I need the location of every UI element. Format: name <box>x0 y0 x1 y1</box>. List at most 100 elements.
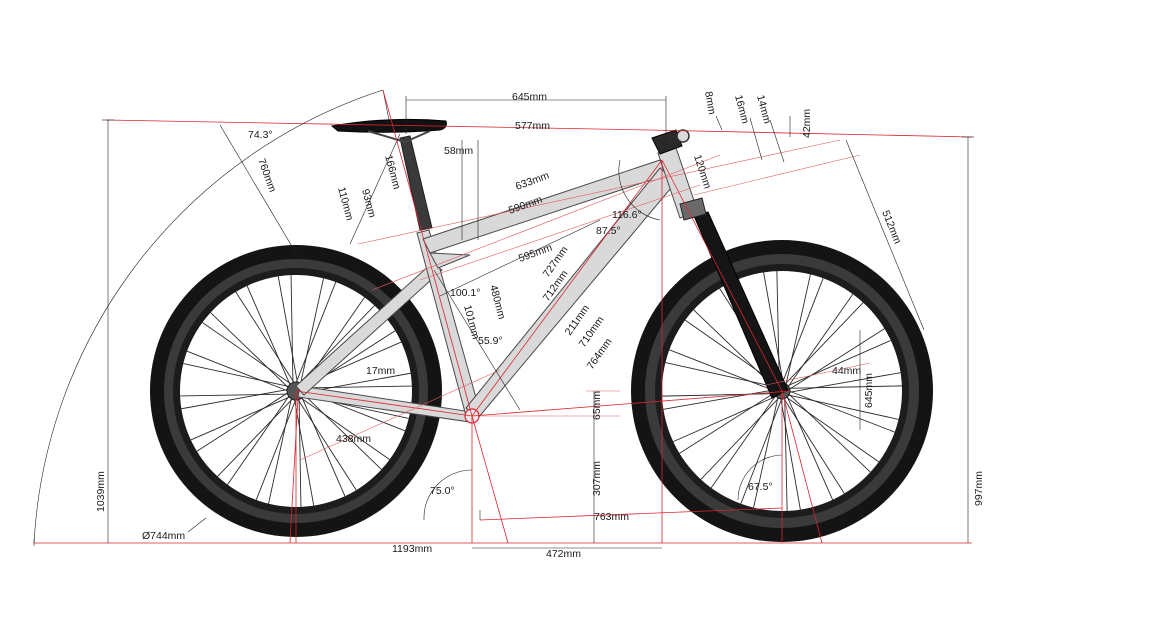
label-93mm: 93mm <box>359 188 378 220</box>
spoke <box>784 302 864 385</box>
label-577: 577mm <box>515 120 550 132</box>
label-997mm: 997mm <box>973 471 985 506</box>
spoke <box>786 339 891 387</box>
spoke <box>662 393 776 397</box>
spoke <box>665 362 777 388</box>
label-1193mm: 1193mm <box>392 543 432 555</box>
spoke <box>787 394 899 420</box>
saddle-rail <box>367 130 431 144</box>
spoke <box>295 281 337 384</box>
label-307mm: 307mm <box>591 461 603 496</box>
label-44mm: 44mm <box>832 365 861 377</box>
spoke <box>210 312 289 389</box>
spoke <box>788 385 902 389</box>
spoke <box>753 396 779 508</box>
spoke <box>255 398 297 501</box>
label-65mm: 65mm <box>591 391 603 420</box>
label-17mm: 17mm <box>366 365 395 377</box>
spoke <box>181 388 289 410</box>
spoke <box>186 350 289 392</box>
stem <box>651 129 683 155</box>
spoke <box>246 285 291 386</box>
spoke <box>293 398 315 506</box>
spoke <box>781 278 824 385</box>
spoke <box>710 394 777 489</box>
spoke <box>297 398 357 491</box>
spoke <box>227 395 290 485</box>
label-100-1-deg: 100.1° <box>450 287 480 299</box>
spoke <box>663 389 776 410</box>
spoke <box>785 396 880 463</box>
label-472mm: 472mm <box>546 548 581 560</box>
spoke <box>183 363 290 387</box>
spoke <box>303 385 412 389</box>
dimension-lines <box>33 96 974 549</box>
spoke <box>786 395 834 500</box>
label-480mm: 480mm <box>487 284 508 321</box>
gusset <box>429 252 471 269</box>
label-1039mm: 1039mm <box>95 471 107 512</box>
spoke <box>785 274 811 386</box>
label-763mm: 763mm <box>594 511 629 523</box>
saddle <box>330 118 447 133</box>
spoke <box>679 391 776 454</box>
spoke <box>776 271 780 385</box>
label-645mm-axle: 645mm <box>863 373 875 408</box>
spoke <box>784 397 788 511</box>
frame <box>295 147 699 423</box>
label-75-deg: 75.0° <box>430 485 455 497</box>
spoke <box>788 328 885 391</box>
spoke <box>787 293 854 388</box>
label-67-5-deg: 67.5° <box>748 481 773 493</box>
seatpost <box>399 135 433 231</box>
spoke <box>298 305 375 384</box>
front-spokes <box>662 271 902 511</box>
label-760mm: 760mm <box>255 157 278 194</box>
fork-crown <box>679 197 707 221</box>
spoke <box>740 397 783 504</box>
spoke <box>277 276 299 384</box>
spoke <box>180 393 289 397</box>
label-512mm: 512mm <box>879 209 903 246</box>
label-55-9-deg: 55.9° <box>478 335 503 347</box>
spoke <box>782 397 845 494</box>
spoke <box>217 398 294 477</box>
spoke <box>196 392 289 452</box>
label-14mm: 14mm <box>754 94 773 126</box>
spoke <box>669 349 776 392</box>
spoke <box>190 396 291 441</box>
spoke <box>788 372 901 393</box>
spoke <box>700 397 780 480</box>
handlebar <box>676 129 690 143</box>
reach-arc <box>33 89 384 544</box>
spoke <box>202 322 292 385</box>
label-87-5-deg: 87.5° <box>596 225 621 237</box>
label-58mm: 58mm <box>444 145 473 157</box>
spoke <box>788 393 871 473</box>
label-645-horizontal: 645mm <box>512 91 547 103</box>
label-633mm: 633mm <box>514 169 551 192</box>
label-16mm: 16mm <box>732 94 751 126</box>
front-wheel <box>631 240 933 542</box>
spoke <box>673 395 778 443</box>
spoke <box>303 393 382 470</box>
spoke <box>763 272 784 385</box>
spoke <box>780 397 801 510</box>
label-wheel-diameter: Ø744mm <box>142 530 185 542</box>
label-116-6-deg: 116.6° <box>612 209 642 221</box>
label-8mm: 8mm <box>702 90 718 115</box>
label-166mm: 166mm <box>382 154 403 191</box>
spoke <box>268 397 292 504</box>
spoke <box>300 397 390 460</box>
spoke <box>300 278 324 385</box>
spoke <box>298 398 302 507</box>
spoke <box>290 275 294 384</box>
spoke <box>788 390 895 433</box>
label-74-3-deg: 74.3° <box>248 129 273 141</box>
spoke <box>301 396 346 497</box>
label-438mm: 438mm <box>336 433 371 445</box>
label-42mm: 42mm <box>801 109 813 138</box>
spoke <box>235 291 295 384</box>
label-110mm: 110mm <box>335 186 356 222</box>
